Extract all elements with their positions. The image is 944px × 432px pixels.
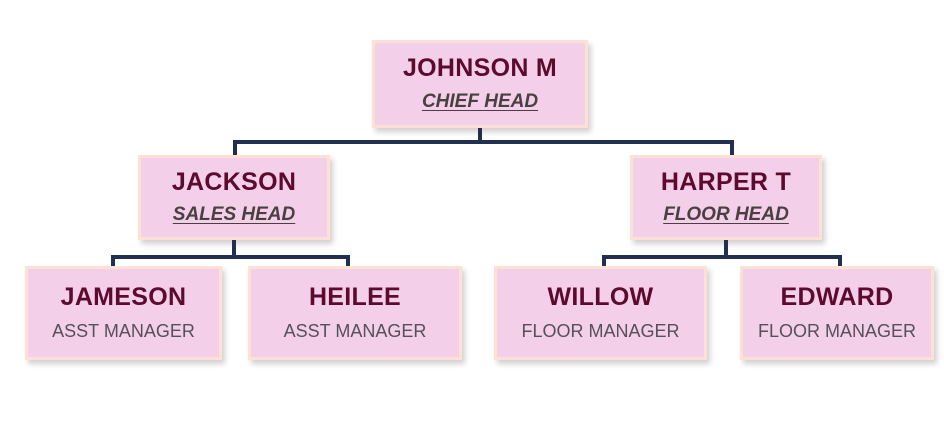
org-node-name: HARPER T bbox=[660, 167, 792, 196]
org-node-name: JACKSON bbox=[171, 167, 297, 196]
connector-sales-horizontal-bar bbox=[111, 255, 350, 259]
org-node-title: SALES HEAD bbox=[172, 204, 296, 226]
org-node-heilee[interactable]: HEILEE ASST MANAGER bbox=[248, 266, 462, 360]
org-node-title: FLOOR MANAGER bbox=[757, 320, 917, 341]
org-node-title: FLOOR HEAD bbox=[663, 204, 789, 226]
org-node-title: FLOOR MANAGER bbox=[521, 320, 680, 341]
org-node-chief-head[interactable]: JOHNSON M CHIEF HEAD bbox=[372, 40, 588, 128]
org-node-title: CHIEF HEAD bbox=[421, 90, 539, 112]
connector-chief-stem bbox=[478, 128, 482, 144]
org-node-willow[interactable]: WILLOW FLOOR MANAGER bbox=[494, 266, 707, 360]
connector-chief-horizontal-bar bbox=[233, 140, 734, 144]
org-node-name: WILLOW bbox=[547, 283, 654, 312]
connector-sales-stem bbox=[232, 240, 236, 259]
org-node-title: ASST MANAGER bbox=[52, 320, 195, 341]
org-node-title: ASST MANAGER bbox=[283, 320, 427, 341]
org-node-floor-head[interactable]: HARPER T FLOOR HEAD bbox=[630, 155, 822, 240]
org-node-jameson[interactable]: JAMESON ASST MANAGER bbox=[25, 266, 222, 360]
org-node-name: JOHNSON M bbox=[402, 54, 558, 83]
org-node-sales-head[interactable]: JACKSON SALES HEAD bbox=[138, 155, 330, 240]
org-node-name: EDWARD bbox=[780, 283, 894, 312]
org-node-name: HEILEE bbox=[308, 283, 402, 312]
connector-floor-stem bbox=[724, 240, 728, 259]
connector-floor-horizontal-bar bbox=[602, 255, 842, 259]
org-node-name: JAMESON bbox=[60, 283, 187, 312]
org-node-edward[interactable]: EDWARD FLOOR MANAGER bbox=[740, 266, 934, 360]
